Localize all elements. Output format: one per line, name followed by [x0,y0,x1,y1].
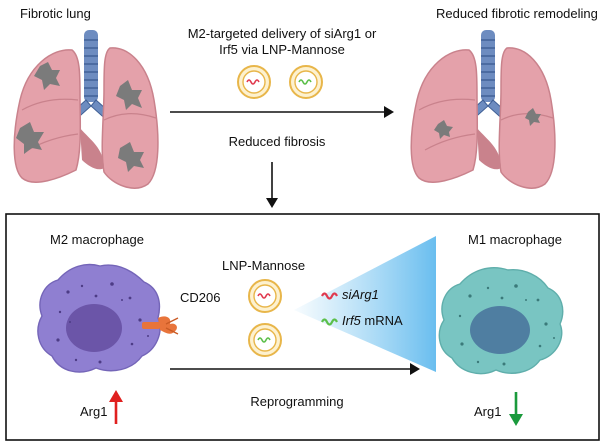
arg1-right-label: Arg1 [474,404,502,419]
lnp-particle-mrna-bottom [248,323,282,357]
reduced-fibrosis-label: Reduced fibrosis [228,134,326,149]
down-arrow [266,162,278,208]
fibrotic-lung-title: Fibrotic lung [20,6,91,21]
delivery-text-line2: Irf5 via LNP-Mannose [219,42,345,57]
legend-mrna-suffix: mRNA [360,313,403,328]
mechanism-panel [5,213,600,441]
lnp-particle-mrna-top [289,65,323,99]
m2-macrophage-cell [37,263,161,373]
m2-macrophage-title: M2 macrophage [50,232,144,247]
cd206-label: CD206 [180,290,221,305]
legend-sirna-label: siArg1 [342,287,379,302]
arg1-down-arrow-icon [509,392,523,426]
sirna-squiggle-icon [321,292,338,300]
arg1-left-label: Arg1 [80,404,108,419]
healthy-lung-illustration [410,30,556,189]
arg1-up-arrow-icon [109,390,123,424]
legend-mrna-label: Irf5 mRNA [342,313,403,329]
cd206-receptor [142,316,179,335]
m1-macrophage-cell [438,266,564,375]
legend-mrna-gene: Irf5 [342,313,361,328]
fibrotic-lung-illustration [13,30,159,189]
reprogramming-arrow [170,363,420,375]
left-lobe-healthy [410,49,479,183]
reduced-remodeling-title: Reduced fibrotic remodeling [436,6,598,21]
right-lobe [101,47,159,189]
lnp-particle-sirna-top [237,65,271,99]
small-fibrosis-patches [434,108,541,139]
mrna-squiggle-icon [321,318,338,326]
lnp-particle-sirna-bottom [248,279,282,313]
lnp-mannose-label: LNP-Mannose [222,258,306,273]
fibrosis-patches [16,62,144,172]
reprogramming-label: Reprogramming [250,394,344,409]
delivery-beam [294,236,436,372]
m1-macrophage-title: M1 macrophage [468,232,562,247]
treatment-arrow [170,106,394,118]
delivery-text-line1: M2-targeted delivery of siArg1 or [187,26,377,41]
